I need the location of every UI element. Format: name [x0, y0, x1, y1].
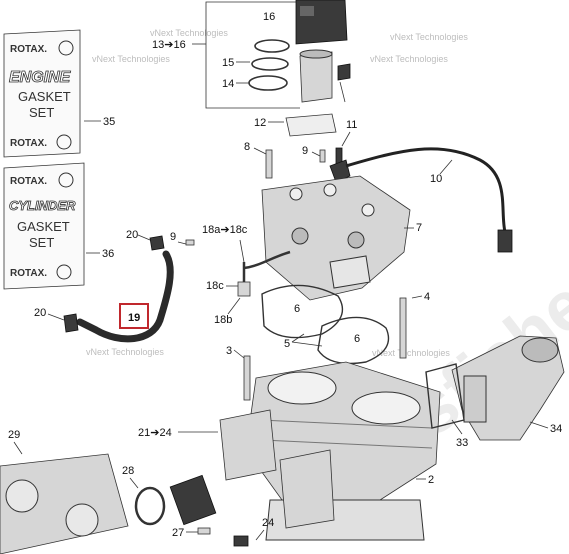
cylinder-head-7: [261, 175, 411, 301]
callout-label: 7: [416, 222, 422, 234]
exhaust-gasket-33: [425, 363, 465, 429]
throttle-body-29: [0, 453, 129, 554]
callout-label: 29: [8, 429, 20, 441]
watermark: vNext Technologies: [372, 348, 450, 358]
kit-line2: SET: [29, 235, 54, 250]
temperature-sensor-10: [329, 147, 513, 253]
kit-line1: GASKET: [18, 89, 71, 104]
callout-label: 10: [430, 173, 442, 185]
watermark: vNext Technologies: [86, 347, 164, 357]
callout-label: 24: [262, 517, 274, 529]
kit-word: CYLINDER: [9, 198, 76, 213]
exhaust-manifold-34: [451, 335, 565, 441]
callout-label: 6: [294, 303, 300, 315]
callout-label: 21➔24: [138, 427, 172, 439]
callout-label: 9: [170, 231, 176, 243]
head-gasket-6: [317, 316, 390, 365]
fitting-block: [237, 281, 251, 297]
callout-label: 35: [103, 116, 115, 128]
engine-gasket-set-card: ROTAX. ENGINE GASKET SET ROTAX.: [3, 29, 101, 158]
o-ring: [248, 75, 288, 91]
o-ring: [254, 39, 290, 53]
rotax-brand: ROTAX.: [10, 138, 47, 149]
stud-3: [243, 355, 251, 401]
screw-8: [265, 149, 273, 179]
cylinder-gasket-set-card: ROTAX. CYLINDER GASKET SET ROTAX. 36: [3, 162, 114, 290]
clamp-28: [134, 486, 166, 526]
callout-label: 13➔16: [152, 39, 186, 51]
rave-valve-housing: [295, 0, 351, 103]
callout-label: 4: [424, 291, 430, 303]
rotax-brand: ROTAX.: [10, 268, 47, 279]
callout-label: 20: [126, 229, 138, 241]
callout-label: 18a➔18c: [202, 224, 248, 236]
stud-4: [399, 297, 407, 359]
clamp-20: [63, 313, 79, 333]
watermark: vNext Technologies: [92, 54, 170, 64]
kit-line2: SET: [29, 105, 54, 120]
callout-label: 18b: [214, 314, 232, 326]
hose-19: [76, 250, 174, 343]
screw-9: [185, 239, 195, 246]
callout-label: 11: [346, 119, 357, 131]
callout-label: 5: [284, 338, 290, 350]
highlight-box: [119, 303, 149, 329]
callout-label: 3: [226, 345, 232, 357]
gasket-24: [233, 535, 249, 547]
watermark: vNext Technologies: [390, 32, 468, 42]
o-ring: [251, 57, 289, 71]
head-gasket-6: [261, 284, 344, 339]
kit-line1: GASKET: [17, 219, 70, 234]
rotax-brand: ROTAX.: [10, 44, 47, 55]
cylinder-block-2: [245, 361, 441, 541]
callout-label: 27: [172, 527, 184, 539]
screw-9: [319, 149, 326, 163]
intake-boot: [169, 474, 217, 526]
gasket-12: [285, 113, 337, 137]
kit-word: ENGINE: [9, 69, 72, 86]
rotax-brand: ROTAX.: [10, 176, 47, 187]
fitting-18: [242, 250, 291, 282]
reed-valve: [279, 449, 335, 529]
reed-valve: [219, 409, 277, 481]
callout-label: 18c: [206, 280, 224, 292]
callout-label: 33: [456, 437, 468, 449]
clamp-20: [149, 235, 165, 251]
callout-label: 15: [222, 57, 234, 69]
callout-label: 9: [302, 145, 308, 157]
watermark: vNext Technologies: [370, 54, 448, 64]
callout-label: 16: [263, 11, 275, 23]
callout-label: 8: [244, 141, 250, 153]
callout-label: 36: [102, 248, 114, 260]
watermark: vNext Technologies: [150, 28, 228, 38]
callout-label: 14: [222, 78, 234, 90]
callout-label: 2: [428, 474, 434, 486]
screw-27: [197, 527, 211, 535]
callout-label-highlighted: 19: [128, 312, 140, 324]
callout-label: 20: [34, 307, 46, 319]
callout-label: 12: [254, 117, 266, 129]
callout-label: 28: [122, 465, 134, 477]
group-bracket: [205, 1, 300, 109]
callout-label: 34: [550, 423, 562, 435]
callout-label: 6: [354, 333, 360, 345]
